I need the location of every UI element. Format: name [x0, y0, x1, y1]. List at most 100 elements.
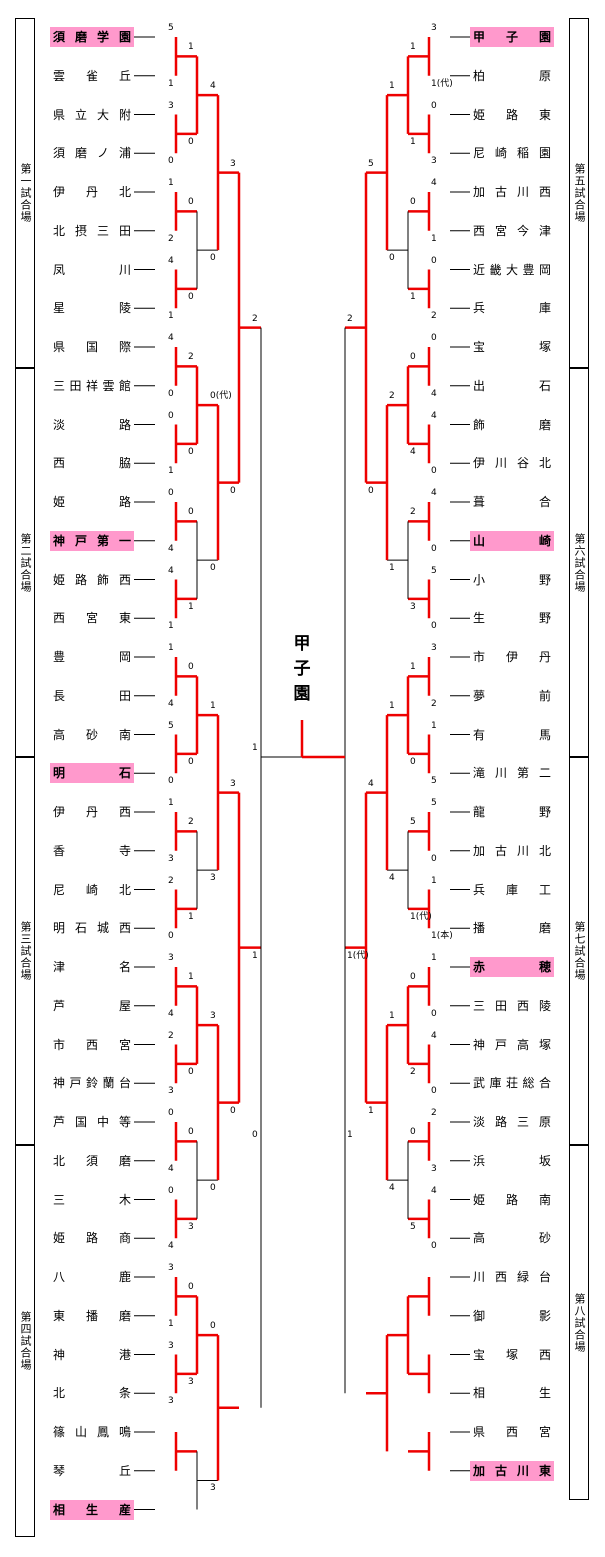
team-name: 淡路	[53, 417, 131, 432]
score-label: 1	[389, 701, 395, 712]
team-name: 神戸第一	[50, 530, 134, 551]
score-label: 4	[210, 81, 216, 92]
score-label: 1	[168, 1318, 174, 1329]
team-name: 豊岡	[53, 650, 131, 664]
score-label: 4	[431, 410, 437, 421]
score-label: 4	[410, 446, 416, 457]
score-label: 4	[431, 178, 437, 188]
team-name: 須磨ノ浦	[53, 146, 131, 161]
team-name: 姫路南	[473, 1192, 551, 1207]
score-label: 5	[431, 776, 437, 787]
score-label: 3	[168, 1340, 174, 1351]
team-name: 市西宮	[53, 1037, 131, 1052]
team-name: 西脇	[53, 456, 131, 471]
score-label: 0	[188, 197, 194, 208]
team-name: 星陵	[53, 301, 131, 316]
score-label: 3	[188, 1376, 194, 1387]
team-name: 有馬	[473, 727, 551, 742]
score-label: 4	[431, 1030, 437, 1041]
score-label: 0	[188, 136, 194, 147]
score-label: 1	[168, 643, 174, 653]
score-label: 3	[168, 953, 174, 963]
team-name: 川西緑台	[473, 1270, 551, 1284]
venue-label: 第六試合場	[573, 532, 586, 593]
score-label: 0	[230, 1105, 236, 1116]
final-score-left-bottom: 0	[252, 1130, 258, 1140]
score-label: 0	[431, 100, 437, 111]
score-label: 3	[210, 1011, 216, 1022]
score-label: 2	[188, 817, 194, 828]
team-name: 芦屋	[53, 998, 131, 1013]
team-name: 神港	[53, 1347, 131, 1362]
team-name: 甲子園	[470, 27, 554, 47]
team-name: 津名	[53, 960, 131, 974]
team-name: 出石	[473, 378, 551, 393]
score-label: 1	[188, 601, 194, 612]
score-label: 4	[168, 565, 174, 576]
team-name: 宝塚西	[473, 1347, 551, 1362]
team-name: 夢前	[473, 688, 551, 703]
venue-label: 第二試合場	[19, 532, 32, 593]
score-label: 0	[188, 1066, 194, 1077]
venue-box: 第四試合場	[15, 1145, 35, 1537]
score-label: 1	[168, 466, 174, 477]
score-label: 3	[431, 1163, 437, 1174]
team-name: 八鹿	[53, 1270, 131, 1284]
team-name: 西宮東	[53, 611, 131, 626]
score-label: 0	[168, 776, 174, 787]
score-label: 0	[188, 756, 194, 767]
score-label: 1	[168, 798, 174, 808]
team-name: 香寺	[53, 843, 131, 858]
venue-box: 第五試合場	[569, 18, 589, 368]
score-label: 1(代)	[347, 950, 369, 961]
team-name: 西宮今津	[473, 223, 551, 238]
score-label: 0	[168, 1185, 174, 1196]
score-label: 5	[431, 565, 437, 576]
score-label: 2	[347, 313, 353, 324]
team-name: 北須磨	[53, 1153, 131, 1168]
score-label: 0	[168, 1108, 174, 1118]
score-label: 0	[168, 410, 174, 421]
score-label: 1	[188, 911, 194, 922]
score-label: 1	[410, 136, 416, 147]
team-name: 滝川第二	[473, 766, 551, 781]
score-label: 3	[210, 1483, 216, 1494]
team-name: 三木	[53, 1192, 131, 1207]
team-name: 姫路商	[53, 1231, 131, 1246]
score-label: 3	[431, 156, 437, 167]
final-score-right: 1	[347, 1130, 353, 1140]
team-name: 神戸高塚	[473, 1037, 551, 1052]
team-name: 須磨学園	[50, 27, 134, 47]
score-label: 3	[431, 643, 437, 653]
team-name: 明石	[50, 763, 134, 784]
score-label: 4	[389, 873, 395, 884]
venue-label: 第八試合場	[573, 1292, 586, 1353]
team-name: 近畿大豊岡	[473, 262, 551, 277]
score-label: 1	[410, 291, 416, 302]
team-name: 相生	[473, 1386, 551, 1401]
score-label: 4	[431, 1185, 437, 1196]
team-name: 三田祥雲館	[53, 378, 131, 393]
score-label: 0	[188, 1282, 194, 1293]
score-label: 0	[188, 291, 194, 302]
score-label: 3	[168, 853, 174, 864]
team-name: 明石城西	[53, 921, 131, 936]
score-label: 1	[188, 42, 194, 53]
team-name: 伊丹西	[53, 805, 131, 819]
score-label: 4	[431, 488, 437, 498]
score-label: 0	[210, 253, 216, 264]
team-name: 播磨	[473, 921, 551, 936]
team-name: 加古川東	[470, 1460, 554, 1481]
score-label: 0	[431, 1086, 437, 1097]
venue-label: 第七試合場	[573, 921, 586, 981]
team-name: 兵庫工	[473, 882, 551, 897]
venue-label: 第三試合場	[19, 921, 32, 981]
score-label: 2	[431, 311, 437, 322]
score-label: 0	[188, 446, 194, 457]
score-label: 5	[410, 1221, 416, 1232]
score-label: 3	[230, 778, 236, 789]
team-name: 高砂南	[53, 727, 131, 742]
team-name: 山崎	[470, 530, 554, 551]
team-name: 生野	[473, 611, 551, 626]
team-name: 葺合	[473, 495, 551, 509]
